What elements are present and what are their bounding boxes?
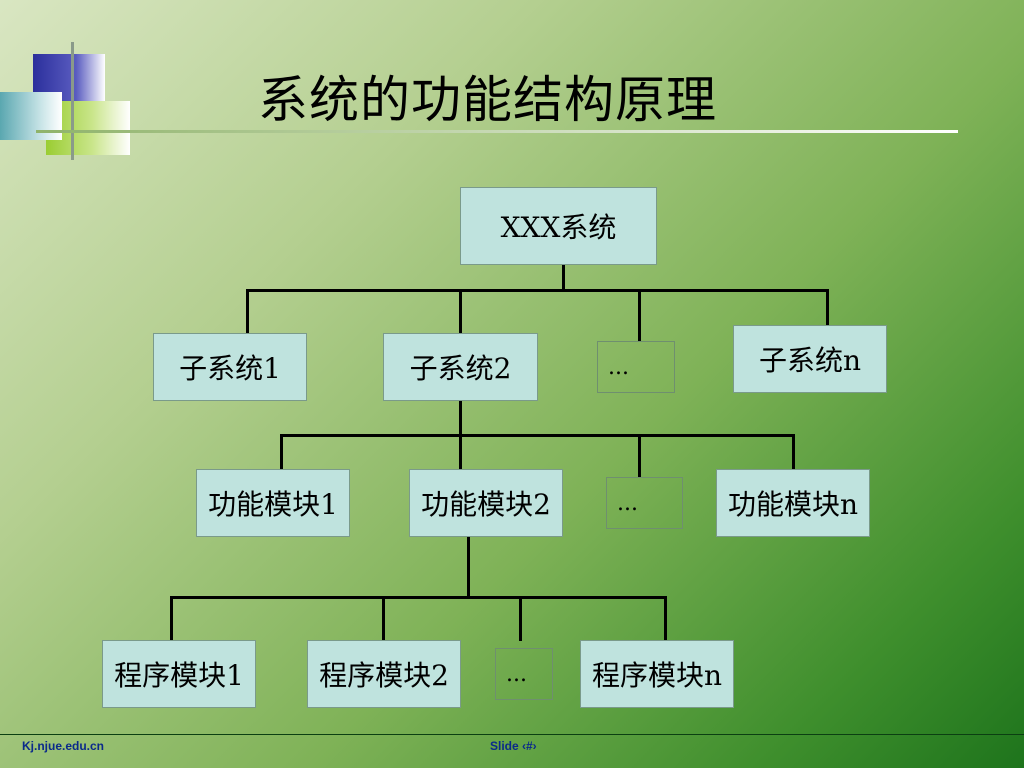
connector — [638, 289, 641, 341]
connector — [280, 434, 795, 437]
subsystem-node: 子系统1 — [153, 333, 307, 401]
connector — [826, 289, 829, 326]
node-label: 功能模块1 — [208, 488, 338, 521]
connector — [280, 434, 283, 470]
connector — [467, 536, 470, 598]
title-underline — [36, 130, 958, 133]
subsystem-node: 子系统n — [733, 325, 887, 393]
connector — [246, 289, 829, 292]
vertical-rule — [71, 42, 74, 160]
ellipsis-node: ... — [597, 341, 675, 393]
connector — [170, 596, 667, 599]
ellipsis-node: ... — [495, 648, 553, 700]
node-label: 子系统2 — [409, 352, 512, 385]
connector — [664, 596, 667, 641]
node-label: XXX系统 — [500, 211, 617, 244]
program-node: 程序模块n — [580, 640, 734, 708]
connector — [459, 289, 462, 334]
connector — [792, 434, 795, 470]
node-label: ... — [608, 354, 629, 380]
footer-divider — [0, 734, 1024, 735]
module-node: 功能模块2 — [409, 469, 563, 537]
connector — [459, 434, 462, 470]
node-label: 程序模块n — [591, 659, 723, 692]
footer-site: Kj.njue.edu.cn — [22, 739, 105, 753]
program-node: 程序模块1 — [102, 640, 256, 708]
footer-slide-number: Slide ‹#› — [490, 739, 537, 753]
connector — [562, 264, 565, 291]
node-label: 子系统1 — [179, 352, 281, 385]
connector — [170, 596, 173, 641]
node-label: 功能模块n — [727, 488, 859, 521]
module-node: 功能模块n — [716, 469, 870, 537]
node-label: 程序模块1 — [114, 659, 244, 692]
root-node: XXX系统 — [460, 187, 657, 265]
program-node: 程序模块2 — [307, 640, 461, 708]
node-label: 程序模块2 — [319, 659, 449, 692]
node-label: 子系统n — [758, 344, 862, 377]
node-label: ... — [617, 490, 638, 516]
node-label: ... — [506, 661, 527, 687]
connector — [638, 434, 641, 478]
ellipsis-node: ... — [606, 477, 683, 529]
node-label: 功能模块2 — [421, 488, 551, 521]
page-title: 系统的功能结构原理 — [258, 71, 717, 129]
connector — [382, 596, 385, 641]
connector — [459, 400, 462, 436]
connector — [246, 289, 249, 334]
corner-decoration — [0, 40, 135, 160]
connector — [519, 596, 522, 641]
subsystem-node: 子系统2 — [383, 333, 538, 401]
module-node: 功能模块1 — [196, 469, 350, 537]
